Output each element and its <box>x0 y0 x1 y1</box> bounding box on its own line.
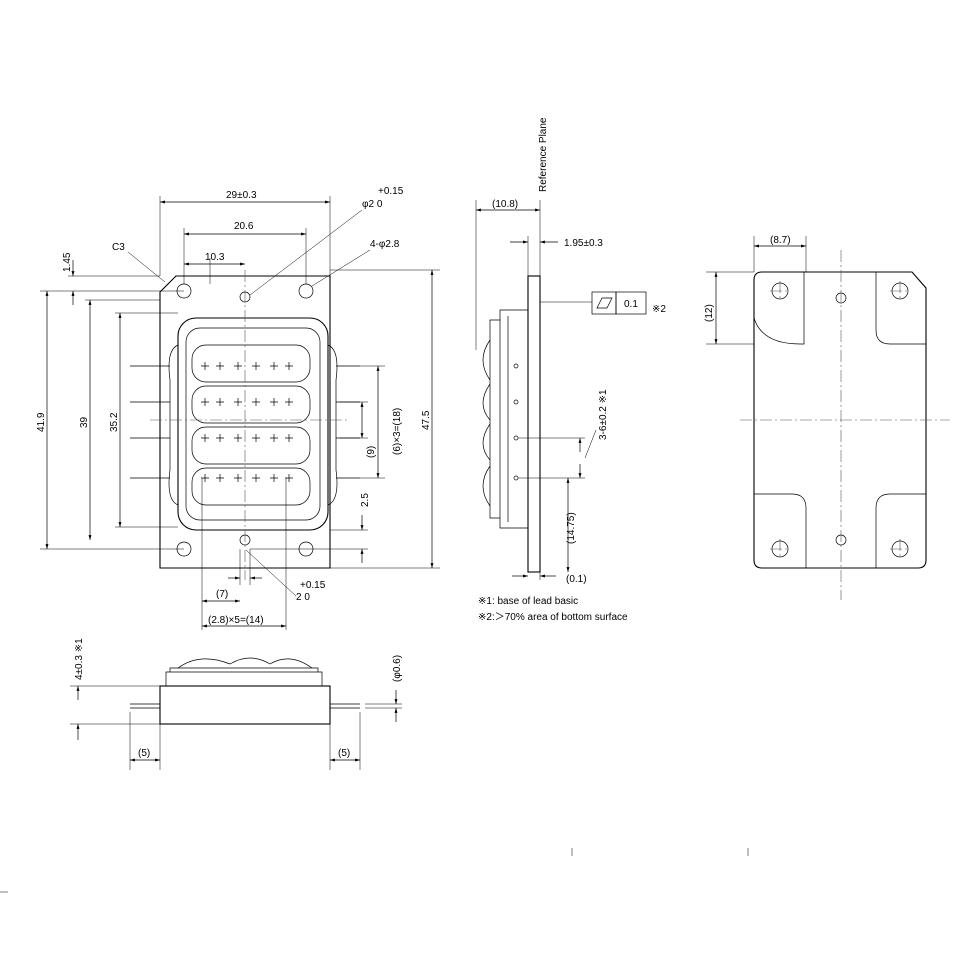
dim-overall-height: 47.5 <box>421 410 432 430</box>
dim-pin-pitch-h-total: (2.8)×5=(14) <box>208 615 264 626</box>
hole-count-dia: 4-φ2.8 <box>370 239 400 250</box>
dim-lead-offset: (14.75) <box>566 512 577 544</box>
front-view: 29±0.3 20.6 10.3 C3 +0.15 φ2 0 4-φ2.8 41… <box>36 186 440 630</box>
dim-pin-dia: (φ0.6) <box>392 655 403 682</box>
dim-height-39: 39 <box>79 416 90 428</box>
dim-lead-length: 3-6±0.2 ※1 <box>598 389 609 440</box>
end-baseplate <box>159 685 331 725</box>
dim-ref-offset: (10.8) <box>492 199 518 210</box>
notes: ※1: base of lead basic ※2:＞70% area of b… <box>478 596 628 623</box>
cell-markers <box>201 362 293 482</box>
cell-lobes <box>191 344 311 506</box>
side-view: Reference Plane (10.8) 1.95±0.3 0.1 ※2 3… <box>475 117 666 585</box>
centerlines <box>150 270 350 580</box>
dim-height-35: 35.2 <box>109 412 120 432</box>
note-2: ※2:＞70% area of bottom surface <box>478 612 628 623</box>
bottom-hole-dia: 2 0 <box>296 592 310 603</box>
reference-plane-label: Reference Plane <box>538 117 549 192</box>
flatness-icon <box>596 297 613 309</box>
side-leads <box>513 363 519 481</box>
flatness-value-box <box>615 291 647 315</box>
dim-base-gap: (0.1) <box>566 574 587 585</box>
dim-pin-pitch-v-total: (6)×3=(18) <box>392 408 403 455</box>
end-view: 4±0.3 ※1 (5) (5) (φ0.6) <box>70 638 403 770</box>
flatness-note-mark: ※2 <box>652 304 666 315</box>
body-outline <box>177 317 329 531</box>
dim-end-height: 4±0.3 ※1 <box>74 638 85 680</box>
dim-pin-offset-h: (7) <box>216 589 228 600</box>
page-marks <box>0 848 749 893</box>
chamfer-label: C3 <box>112 242 125 253</box>
hole-tolerance: +0.15 <box>378 186 404 197</box>
dim-pin-right: (5) <box>338 748 350 759</box>
dim-height-total: 41.9 <box>36 412 47 432</box>
dim-width: 29±0.3 <box>226 190 257 201</box>
dim-corner-height: (12) <box>704 304 715 322</box>
dim-top-offset: 1.45 <box>62 252 73 272</box>
bottom-outline <box>753 271 927 569</box>
dim-edge-offset: (8.7) <box>770 235 791 246</box>
hole-center-dia: φ2 0 <box>362 199 383 210</box>
dim-pin-pitch-v: (9) <box>366 446 377 458</box>
note-1: ※1: base of lead basic <box>478 596 578 607</box>
dim-pin-left: (5) <box>138 748 150 759</box>
bottom-view: (8.7) (12) <box>704 235 950 600</box>
flatness-symbol-box <box>591 291 617 315</box>
flange-outline <box>159 275 331 569</box>
bottom-hole-tolerance: +0.15 <box>300 580 326 591</box>
dim-pitch-inner: 10.3 <box>205 252 225 263</box>
flatness-value: 0.1 <box>624 299 638 310</box>
dim-base-thickness: 1.95±0.3 <box>564 238 603 249</box>
dim-pitch-outer: 20.6 <box>234 221 254 232</box>
dim-bottom-offset: 2.5 <box>360 493 371 507</box>
baseplate-side <box>527 275 541 573</box>
